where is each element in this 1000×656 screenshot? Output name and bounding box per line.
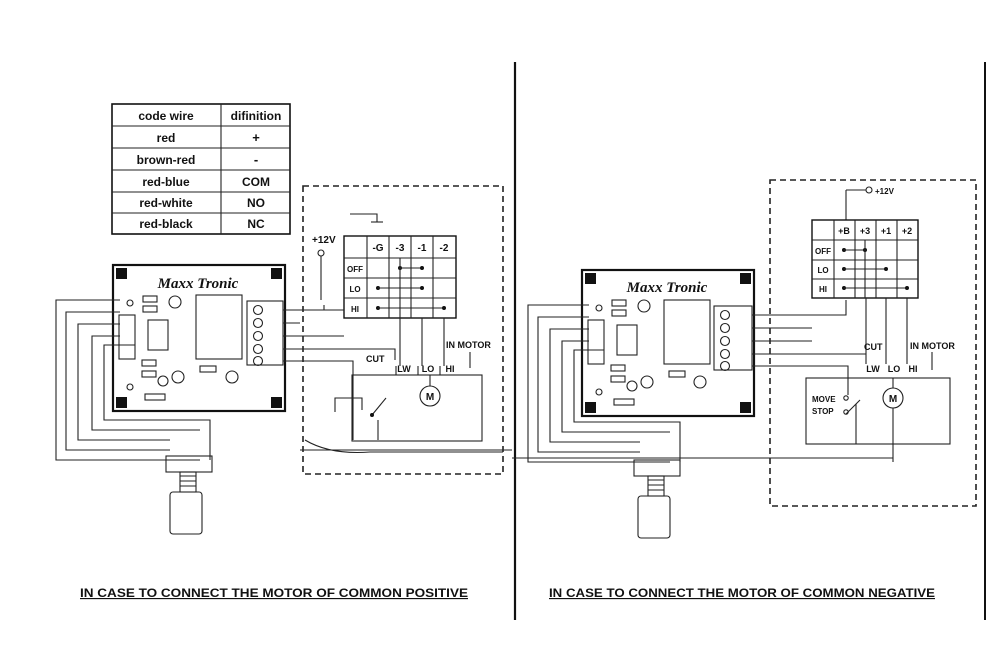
table-header-code-wire: code wire — [138, 109, 194, 123]
switch-col-label: -3 — [396, 243, 405, 254]
right-sensor — [633, 459, 681, 539]
right-motor-box — [805, 377, 951, 445]
right-caption: IN CASE TO CONNECT THE MOTOR OF COMMON N… — [549, 588, 935, 600]
table-cell: + — [252, 130, 260, 145]
right-stop-label: STOP — [812, 407, 834, 416]
left-in-motor-label: IN MOTOR — [446, 340, 491, 350]
table-cell: COM — [242, 175, 270, 189]
table-header-definition: difinition — [231, 109, 282, 123]
table-cell: red-white — [139, 196, 193, 210]
switch-col-label: -G — [372, 243, 383, 254]
switch-row-label: HI — [819, 285, 827, 294]
switch-row-label: LO — [349, 285, 360, 294]
right-terminal-hi: HI — [909, 364, 918, 374]
left-sensor — [165, 455, 213, 535]
table-cell: NC — [247, 217, 265, 231]
switch-col-label: +1 — [881, 226, 891, 236]
left-terminal-hi: HI — [446, 364, 455, 374]
table-cell: red-blue — [142, 175, 190, 189]
left-supply-label: +12V — [312, 235, 336, 246]
left-terminal-lw: LW — [397, 364, 411, 374]
left-cut-label: CUT — [366, 354, 385, 364]
left-terminal-lo: LO — [422, 364, 435, 374]
right-pcb-board: Maxx Tronic — [580, 268, 756, 418]
switch-row-label: LO — [817, 266, 828, 275]
left-switch-matrix: -G -3 -1 -2 OFF LO HI — [343, 235, 457, 319]
switch-row-label: HI — [351, 305, 359, 314]
table-cell: - — [254, 152, 258, 167]
right-terminal-lw: LW — [866, 364, 880, 374]
left-dashed-enclosure — [302, 185, 504, 475]
code-wire-table: code wire difinition red + brown-red - r… — [111, 103, 291, 235]
left-diagram: Maxx Tronic — [55, 185, 512, 475]
switch-col-label: -1 — [418, 243, 427, 254]
table-cell: red-black — [139, 217, 193, 231]
right-in-motor-label: IN MOTOR — [910, 341, 955, 351]
table-cell: NO — [247, 196, 265, 210]
right-move-label: MOVE — [812, 395, 836, 404]
left-caption: IN CASE TO CONNECT THE MOTOR OF COMMON P… — [80, 588, 468, 600]
right-cut-label: CUT — [864, 342, 883, 352]
right-switch-matrix: +B +3 +1 +2 OFF LO HI — [811, 219, 919, 299]
switch-col-label: -2 — [440, 243, 449, 254]
table-cell: brown-red — [137, 153, 196, 167]
left-pcb-board: Maxx Tronic — [111, 263, 287, 413]
switch-col-label: +B — [838, 226, 850, 236]
switch-row-label: OFF — [815, 247, 831, 256]
table-cell: red — [157, 131, 176, 145]
right-diagram: Maxx Tronic — [512, 179, 977, 507]
right-brand-label: Maxx Tronic — [626, 280, 708, 296]
left-brand-label: Maxx Tronic — [157, 276, 239, 292]
switch-col-label: +3 — [860, 226, 870, 236]
right-supply-label: +12V — [875, 187, 895, 196]
switch-col-label: +2 — [902, 226, 912, 236]
right-motor-label: M — [889, 394, 897, 405]
right-dashed-enclosure — [769, 179, 977, 507]
switch-row-label: OFF — [347, 265, 363, 274]
left-motor-label: M — [426, 392, 434, 403]
left-motor-box — [351, 374, 483, 442]
right-terminal-lo: LO — [888, 364, 901, 374]
